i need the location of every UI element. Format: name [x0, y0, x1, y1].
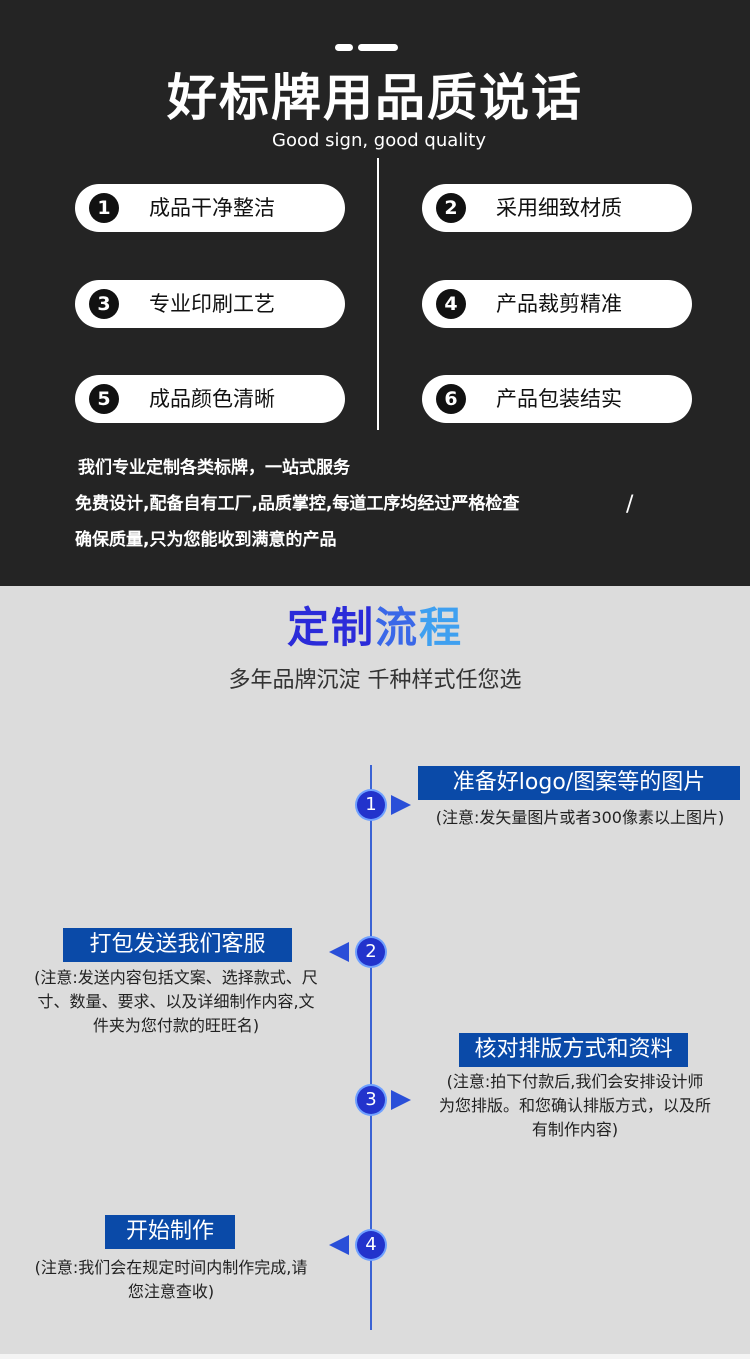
intro-line-3: 确保质量,只为您能收到满意的产品	[75, 530, 337, 550]
process-title: 定制流程	[0, 600, 750, 656]
center-divider	[377, 158, 379, 430]
feature-item-1: 1 成品干净整洁	[75, 184, 345, 232]
arrow-left-icon	[329, 942, 349, 962]
slash-mark: /	[626, 492, 634, 517]
note-line: 有制作内容)	[531, 1120, 619, 1139]
quality-section: 好标牌用品质说话 Good sign, good quality 1 成品干净整…	[0, 0, 750, 586]
feature-item-2: 2 采用细致材质	[422, 184, 692, 232]
note-line: 您注意查收)	[127, 1282, 215, 1301]
step-note-2: (注意:发送内容包括文案、选择款式、尺 寸、数量、要求、以及详细制作内容,文 件…	[8, 966, 344, 1038]
step-note-4: (注意:我们会在规定时间内制作完成,请 您注意查收)	[8, 1256, 334, 1304]
note-line: 件夹为您付款的旺旺名)	[92, 1016, 260, 1035]
intro-line-2: 免费设计,配备自有工厂,品质掌控,每道工序均经过严格检查	[75, 494, 520, 514]
number-badge: 4	[436, 289, 466, 319]
feature-item-6: 6 产品包装结实	[422, 375, 692, 423]
step-number-1: 1	[357, 791, 385, 819]
feature-item-3: 3 专业印刷工艺	[75, 280, 345, 328]
number-badge: 3	[89, 289, 119, 319]
step-number-2: 2	[357, 938, 385, 966]
note-line: 寸、数量、要求、以及详细制作内容,文	[37, 992, 315, 1011]
note-line: (注意:拍下付款后,我们会安排设计师	[446, 1072, 704, 1091]
step-title-3: 核对排版方式和资料	[459, 1033, 688, 1067]
process-title-part: 程	[419, 603, 464, 652]
decorative-dash	[358, 44, 398, 51]
feature-item-4: 4 产品裁剪精准	[422, 280, 692, 328]
timeline-line	[370, 765, 372, 1330]
process-title-part: 定制	[286, 603, 375, 652]
bottom-edge	[0, 1354, 750, 1359]
arrow-right-icon	[391, 795, 411, 815]
note-line: (注意:发送内容包括文案、选择款式、尺	[34, 968, 318, 987]
arrow-left-icon	[329, 1235, 349, 1255]
step-note-1: (注意:发矢量图片或者300像素以上图片)	[435, 808, 725, 827]
decorative-dash	[335, 44, 353, 51]
step-title-1: 准备好logo/图案等的图片	[418, 766, 740, 800]
number-badge: 1	[89, 193, 119, 223]
note-line: 为您排版。和您确认排版方式，以及所	[438, 1096, 711, 1115]
number-badge: 5	[89, 384, 119, 414]
number-badge: 2	[436, 193, 466, 223]
step-title-4: 开始制作	[105, 1215, 235, 1249]
step-number-4: 4	[357, 1231, 385, 1259]
feature-label: 产品裁剪精准	[496, 292, 622, 316]
step-title-2: 打包发送我们客服	[63, 928, 292, 962]
page-title: 好标牌用品质说话	[167, 69, 583, 127]
step-number-3: 3	[357, 1086, 385, 1114]
feature-label: 产品包装结实	[496, 387, 622, 411]
process-title-part: 流	[374, 603, 419, 652]
process-subtitle: 多年品牌沉淀 千种样式任您选	[228, 668, 522, 693]
step-note-3: (注意:拍下付款后,我们会安排设计师 为您排版。和您确认排版方式，以及所 有制作…	[412, 1070, 738, 1142]
number-badge: 6	[436, 384, 466, 414]
feature-item-5: 5 成品颜色清晰	[75, 375, 345, 423]
page-subtitle: Good sign, good quality	[272, 130, 486, 151]
feature-label: 采用细致材质	[496, 196, 622, 220]
feature-label: 专业印刷工艺	[149, 292, 275, 316]
note-line: (注意:我们会在规定时间内制作完成,请	[34, 1258, 308, 1277]
arrow-right-icon	[391, 1090, 411, 1110]
intro-line-1: 我们专业定制各类标牌，一站式服务	[78, 458, 350, 478]
feature-label: 成品颜色清晰	[149, 387, 275, 411]
feature-label: 成品干净整洁	[149, 196, 275, 220]
